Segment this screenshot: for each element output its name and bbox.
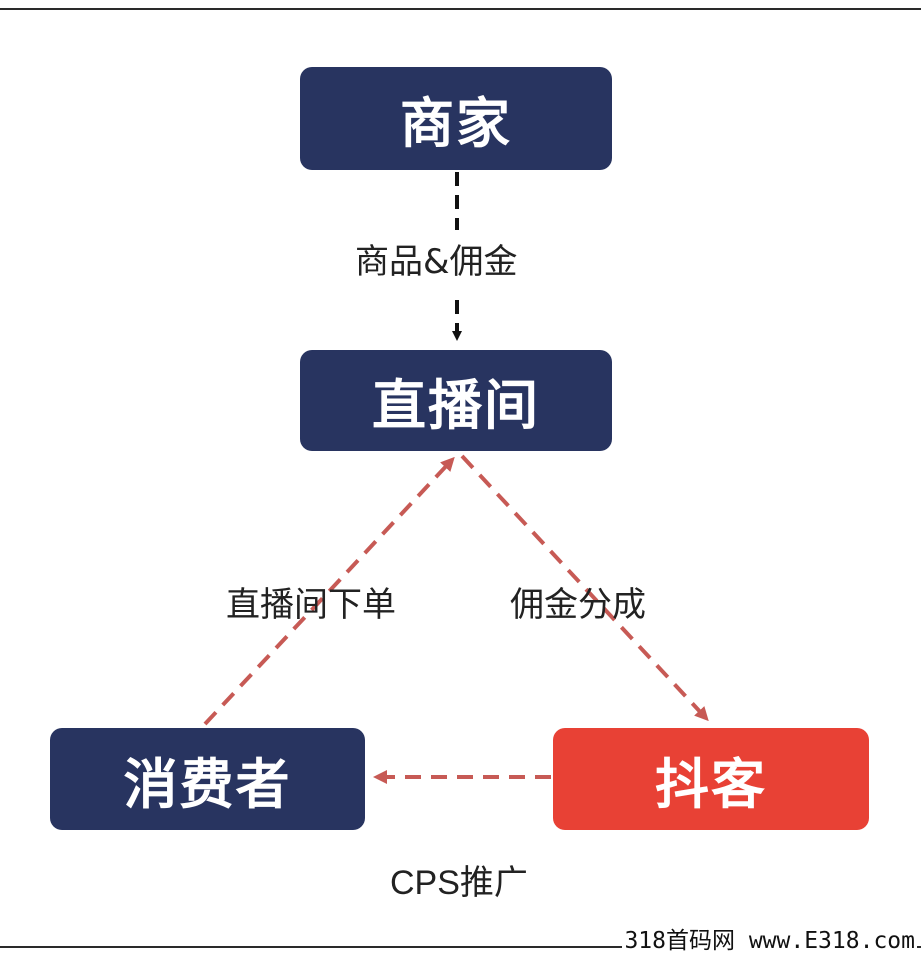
top-border-line — [0, 8, 921, 10]
edge-label-cps-promotion: CPS推广 — [390, 864, 528, 902]
site-watermark: 318首码网 www.E318.com — [622, 928, 917, 954]
bottom-border-line — [0, 946, 921, 948]
node-douke: 抖客 — [553, 728, 869, 830]
edge-label-commission-share: 佣金分成 — [510, 585, 646, 625]
node-consumer: 消费者 — [50, 728, 365, 830]
edge-label-live-order: 直播间下单 — [226, 585, 396, 625]
edge-consumer-to-live — [203, 456, 455, 726]
node-live-room: 直播间 — [300, 350, 612, 451]
node-merchant: 商家 — [300, 67, 612, 170]
edge-label-goods-commission: 商品&佣金 — [355, 242, 518, 282]
edge-live-to-douke — [460, 454, 709, 722]
